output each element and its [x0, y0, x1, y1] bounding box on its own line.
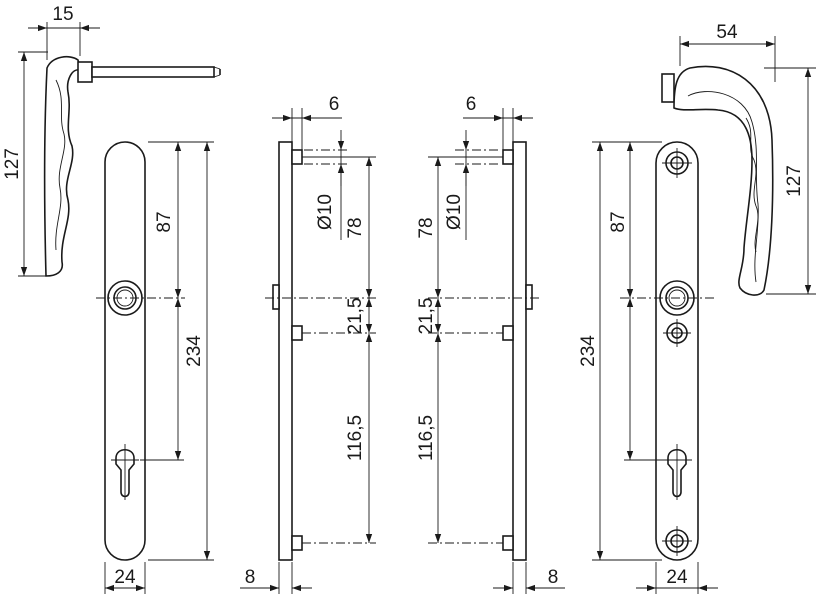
dim-plate-width-right: 24	[666, 567, 688, 588]
dim-spindle-to-mid-left: 21,5	[345, 298, 366, 335]
dim-top-hole-to-spindle-left: 78	[345, 217, 366, 238]
dim-mid-to-bottom-right: 116,5	[416, 415, 437, 461]
dim-handle-projection-right: 54	[716, 22, 738, 43]
dim-handle-height-left: 127	[2, 148, 23, 180]
dim-plate-thickness-right: 8	[548, 567, 559, 588]
dim-plate-length-left: 234	[184, 335, 205, 367]
dim-mid-to-bottom-left: 116,5	[345, 415, 366, 461]
left-plate-front-view: 87 234 24	[96, 141, 214, 594]
left-handle-side-view: 15 127	[2, 4, 221, 277]
dim-plate-width-left: 24	[114, 567, 136, 588]
dim-plate-length-right: 234	[578, 335, 599, 367]
dim-hole-diameter-left: Ø10	[315, 194, 336, 230]
dim-rosette-depth-left: 6	[329, 94, 340, 115]
dim-plate-thickness-left: 8	[245, 567, 256, 588]
right-handle-side-view: 54 127	[661, 22, 816, 296]
dim-handle-projection-left: 15	[52, 4, 73, 25]
dim-top-hole-to-spindle-right: 78	[416, 217, 437, 238]
right-plate-front-view: 87 234 24	[578, 141, 718, 594]
dim-handle-height-right: 127	[784, 165, 805, 197]
dim-spindle-to-top-left: 87	[154, 211, 175, 232]
dim-spindle-to-top-right: 87	[608, 211, 629, 232]
right-plate-side-view: 6 Ø10 78 21,5 116,5 8	[416, 94, 565, 594]
dim-rosette-depth-right: 6	[466, 94, 477, 115]
dim-hole-diameter-right: Ø10	[444, 194, 465, 230]
dim-spindle-to-mid-right: 21,5	[416, 298, 437, 335]
left-plate-side-view: 6 Ø10 78 21,5 116,5 8	[240, 94, 376, 594]
